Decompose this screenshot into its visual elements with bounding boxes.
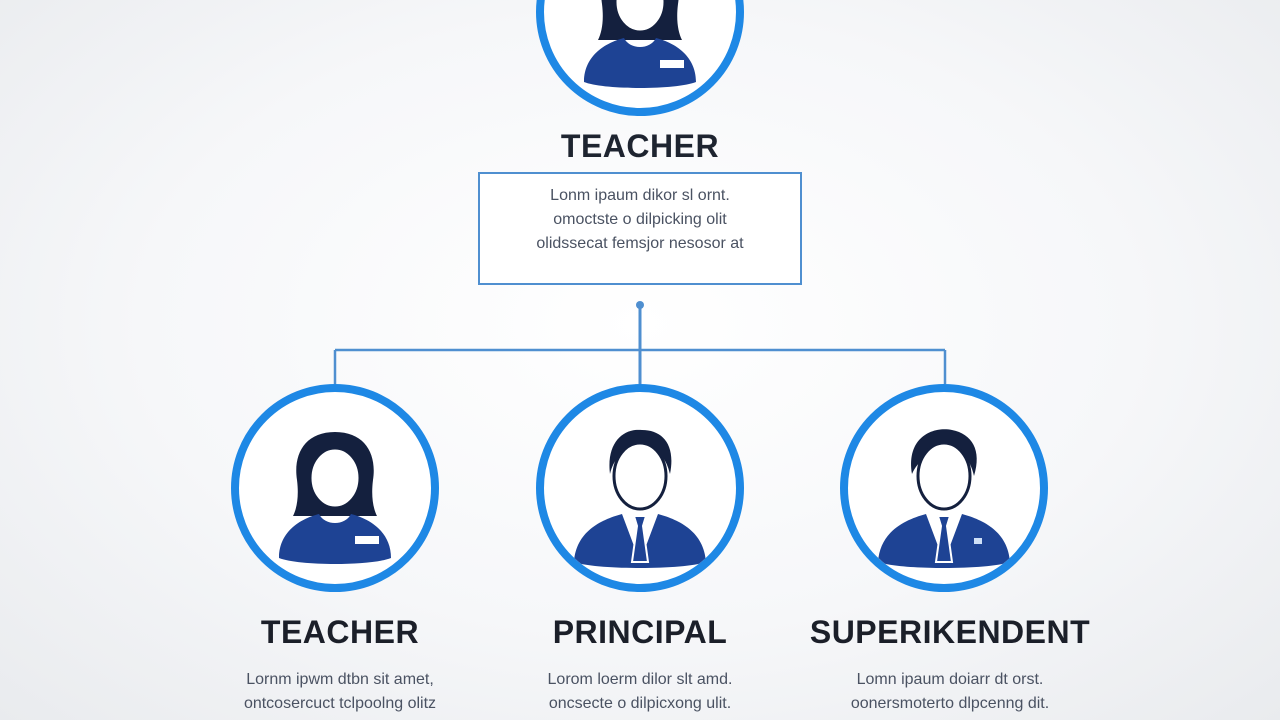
superintendent-avatar-icon [878, 429, 1010, 568]
top-node-description-box: Lonm ipaum dikor sl ornt. omoctste o dil… [478, 172, 802, 285]
child-description-line: Lomn ipaum doiarr dt orst. [856, 671, 1044, 688]
principal-avatar-icon [574, 429, 706, 568]
child-description-line: Lorom loerm dilor slt amd. [547, 671, 733, 688]
child-teacher-avatar [231, 384, 439, 592]
top-node-description-line: olidssecat femsjor nesosor at [536, 235, 744, 252]
child-title-superintendent: SUPERIKENDENT [809, 614, 1091, 650]
child-principal-avatar [536, 384, 744, 592]
connector-stem-cap [636, 301, 644, 309]
child-title-principal: PRINCIPAL [552, 614, 728, 650]
teacher-avatar-icon [279, 432, 391, 564]
teacher-avatar-icon [584, 0, 696, 88]
child-description-teacher: Lornm ipwm dtbn sit amet, ontcosercuct t… [190, 668, 490, 716]
child-description-superintendent: Lomn ipaum doiarr dt orst. oonersmoterto… [800, 668, 1100, 716]
top-teacher-avatar [536, 0, 744, 116]
child-description-line: oncsecte o dilpicxong ulit. [548, 695, 732, 712]
child-title-teacher: TEACHER [260, 614, 420, 650]
top-node-title: TEACHER [560, 128, 720, 164]
child-description-line: oonersmoterto dlpcenng dit. [850, 695, 1050, 712]
child-superintendent-avatar [840, 384, 1048, 592]
child-description-principal: Lorom loerm dilor slt amd. oncsecte o di… [490, 668, 790, 716]
top-node-description-line: omoctste o dilpicking olit [553, 211, 727, 228]
top-node-description-line: Lonm ipaum dikor sl ornt. [550, 187, 730, 204]
child-description-line: Lornm ipwm dtbn sit amet, [246, 671, 434, 688]
top-node-description: Lonm ipaum dikor sl ornt. omoctste o dil… [480, 184, 800, 256]
child-description-line: ontcosercuct tclpoolng olitz [243, 695, 437, 712]
